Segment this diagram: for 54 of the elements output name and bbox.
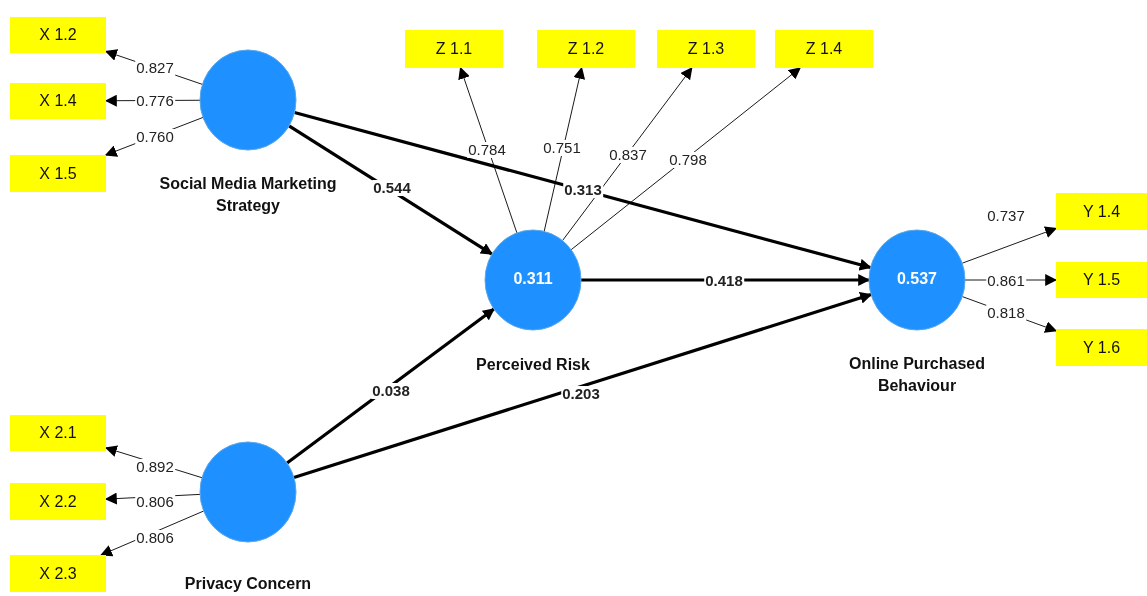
indicator-label: X 1.4 [39,92,77,110]
r-squared-value: 0.311 [512,270,554,288]
arrow [293,292,873,479]
indicator-label: Y 1.4 [1082,202,1121,221]
edge-label: 0.837 [608,147,648,163]
edge-label: 0.827 [135,60,175,76]
construct-name: Perceived Risk [475,355,591,375]
indicator-label: X 1.2 [39,26,77,44]
arrow [288,124,493,256]
edge-label: 0.806 [135,494,175,510]
indicator-label: Z 1.2 [567,40,605,58]
indicator-box [1056,329,1147,366]
indicator-label: Y 1.6 [1082,338,1121,357]
indicator-label: Z 1.4 [805,40,843,58]
indicator-label: Y 1.5 [1082,271,1121,289]
indicator-box [10,483,106,520]
indicator-box [10,555,106,592]
edge-label: 0.760 [135,129,175,145]
indicator-box [10,83,106,119]
edge-label: 0.798 [668,152,708,168]
construct-name: Online Purchased Behaviour [847,354,986,396]
edge-label: 0.203 [561,386,601,402]
indicator-box [10,17,106,53]
indicator-label: Z 1.1 [435,40,473,58]
arrow [294,110,872,271]
edge-label: 0.776 [135,93,175,109]
indicator-box [537,30,635,68]
indicator-box [405,30,503,68]
edge-label: 0.784 [467,142,507,158]
construct-name: Social Media Marketing Strategy [158,174,338,216]
indicator-box [657,30,755,68]
edge-label: 0.818 [986,305,1026,321]
edge-label: 0.313 [563,182,603,198]
indicator-box [10,155,106,192]
indicator-label: X 2.3 [39,564,77,583]
edge-label: 0.861 [986,273,1026,289]
edge-label: 0.737 [986,208,1026,224]
edge-label: 0.544 [372,180,412,196]
edge-label: 0.806 [135,530,175,546]
edge-label: 0.892 [135,459,175,475]
indicator-label: X 2.1 [39,424,77,442]
r-squared-value: 0.537 [895,270,938,288]
indicator-box [10,415,106,451]
arrow [286,307,495,465]
indicator-box [1056,193,1147,230]
indicator-box [1056,262,1147,298]
construct-name: Privacy Concern [183,574,313,594]
edge-label: 0.751 [542,140,582,156]
edge-label: 0.038 [371,383,411,399]
indicator-label: X 2.2 [39,492,77,511]
edge-label: 0.418 [704,273,744,289]
indicator-box [775,30,873,68]
indicator-label: Z 1.3 [687,40,725,58]
indicator-label: X 1.5 [39,164,77,183]
